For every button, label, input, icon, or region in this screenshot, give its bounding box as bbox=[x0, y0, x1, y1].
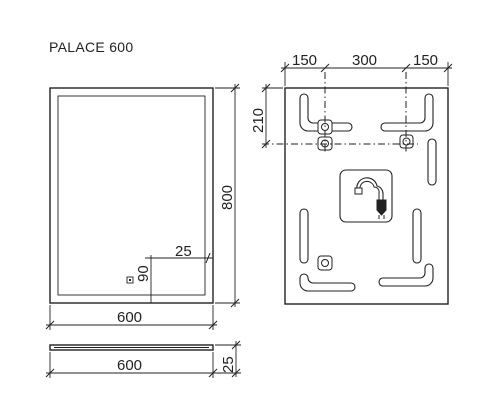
switch-offset-bottom-label: 90 bbox=[135, 265, 152, 282]
touch-switch-icon bbox=[126, 276, 134, 284]
side-view: 600 25 bbox=[45, 340, 241, 378]
led-strip-bottom-right bbox=[378, 263, 434, 287]
front-view: 25 90 800 600 bbox=[45, 83, 240, 330]
switch-offset-side-label: 25 bbox=[175, 243, 192, 260]
height-label: 800 bbox=[219, 185, 236, 210]
led-strip-right-upper bbox=[427, 138, 437, 186]
mirror-outer-frame bbox=[49, 87, 214, 304]
left-margin-label: 150 bbox=[292, 52, 317, 69]
product-title: PALACE 600 bbox=[49, 39, 133, 55]
led-strip-top-right bbox=[380, 93, 434, 132]
rear-view: 150 300 150 210 bbox=[250, 52, 453, 305]
mounting-hook-bottom bbox=[317, 255, 333, 271]
plug-icon bbox=[376, 199, 387, 216]
side-width-label: 600 bbox=[117, 357, 142, 374]
right-margin-label: 150 bbox=[413, 52, 438, 69]
top-offset-label: 210 bbox=[250, 108, 267, 133]
mirror-led-border bbox=[57, 95, 206, 296]
width-label: 600 bbox=[117, 309, 142, 326]
mirror-rear-frame bbox=[284, 87, 449, 305]
center-span-label: 300 bbox=[352, 52, 377, 69]
mirror-side-profile bbox=[49, 344, 214, 351]
led-strip-left-middle bbox=[299, 208, 309, 264]
led-strip-bottom-left bbox=[299, 273, 356, 292]
power-supply-box bbox=[339, 169, 393, 223]
depth-label: 25 bbox=[220, 356, 237, 373]
led-strip-right-middle bbox=[412, 208, 422, 264]
